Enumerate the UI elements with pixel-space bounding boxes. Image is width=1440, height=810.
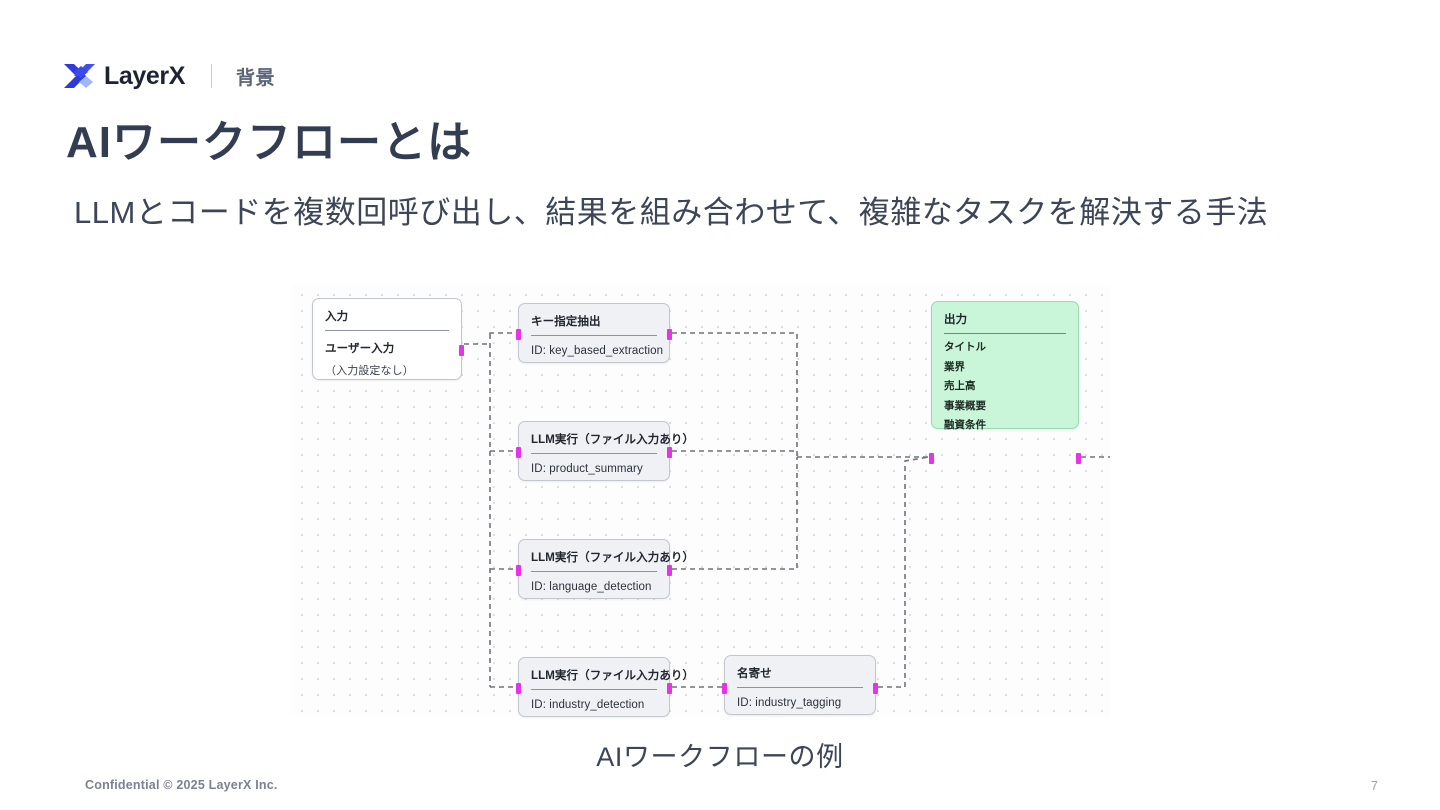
node-output-field: 業界 (944, 360, 965, 373)
node-language-detection[interactable]: LLM実行（ファイル入力あり） ID: language_detection (516, 539, 694, 599)
port-input-right[interactable] (459, 345, 464, 356)
node-industry-tagging-title: 名寄せ (737, 665, 863, 688)
port-output-right[interactable] (1076, 453, 1081, 464)
port-key-based-extraction-left[interactable] (516, 329, 521, 340)
node-output-field: 事業概要 (944, 399, 986, 412)
port-output-left[interactable] (929, 453, 934, 464)
port-language-detection-left[interactable] (516, 565, 521, 576)
workflow-canvas[interactable]: 入力 ユーザー入力 （入力設定なし） キー指定抽出 ID: key_based_… (292, 285, 1110, 717)
port-language-detection-right[interactable] (667, 565, 672, 576)
node-product-summary-id: ID: product_summary (531, 463, 643, 475)
node-language-detection-id: ID: language_detection (531, 581, 652, 593)
header-divider (211, 64, 212, 88)
port-product-summary-right[interactable] (667, 447, 672, 458)
diagram-caption: AIワークフローの例 (596, 742, 844, 772)
port-industry-tagging-left[interactable] (722, 683, 727, 694)
layerx-wordmark: LayerX (104, 61, 185, 90)
node-output-field: 売上高 (944, 380, 976, 392)
slide-header: LayerX 背景 (62, 58, 275, 94)
node-key-based-extraction-title: キー指定抽出 (531, 313, 657, 336)
port-industry-detection-left[interactable] (516, 683, 521, 694)
node-industry-detection-title: LLM実行（ファイル入力あり） (531, 667, 694, 690)
node-output-field: 融資条件 (944, 419, 986, 431)
node-input-strong: ユーザー入力 (325, 343, 395, 355)
footer-confidential: Confidential © 2025 LayerX Inc. (85, 778, 278, 792)
port-key-based-extraction-right[interactable] (667, 329, 672, 340)
node-industry-detection[interactable]: LLM実行（ファイル入力あり） ID: industry_detection (516, 657, 694, 717)
workflow-edges (464, 332, 1110, 688)
header-section-label: 背景 (236, 67, 276, 89)
node-language-detection-title: LLM実行（ファイル入力あり） (531, 549, 694, 572)
node-input-title: 入力 (325, 308, 449, 331)
node-industry-tagging[interactable]: 名寄せ ID: industry_tagging (722, 655, 878, 715)
port-product-summary-left[interactable] (516, 447, 521, 458)
node-output-field: タイトル (944, 341, 986, 353)
port-industry-tagging-right[interactable] (873, 683, 878, 694)
layerx-logo-icon (64, 64, 95, 88)
node-key-based-extraction[interactable]: キー指定抽出 ID: key_based_extraction (516, 303, 672, 363)
page-title: AIワークフローとは (66, 118, 472, 167)
node-output[interactable]: 出力 タイトル 業界 売上高 事業概要 融資条件 (929, 301, 1081, 464)
node-product-summary-title: LLM実行（ファイル入力あり） (531, 431, 694, 454)
port-industry-detection-right[interactable] (667, 683, 672, 694)
node-key-based-extraction-id: ID: key_based_extraction (531, 345, 664, 357)
node-output-title: 出力 (944, 311, 1066, 334)
node-product-summary[interactable]: LLM実行（ファイル入力あり） ID: product_summary (516, 421, 694, 481)
node-input-muted: （入力設定なし） (325, 365, 414, 377)
node-output-field-list: タイトル 業界 売上高 事業概要 融資条件 (944, 342, 1066, 431)
page-subtitle: LLMとコードを複数回呼び出し、結果を組み合わせて、複雑なタスクを解決する手法 (74, 195, 1269, 230)
node-input[interactable]: 入力 ユーザー入力 （入力設定なし） (312, 298, 464, 380)
node-input-body: ユーザー入力 （入力設定なし） (325, 340, 449, 378)
node-industry-tagging-id: ID: industry_tagging (737, 697, 842, 709)
footer-page-number: 7 (1370, 778, 1378, 793)
node-industry-detection-id: ID: industry_detection (531, 699, 645, 711)
